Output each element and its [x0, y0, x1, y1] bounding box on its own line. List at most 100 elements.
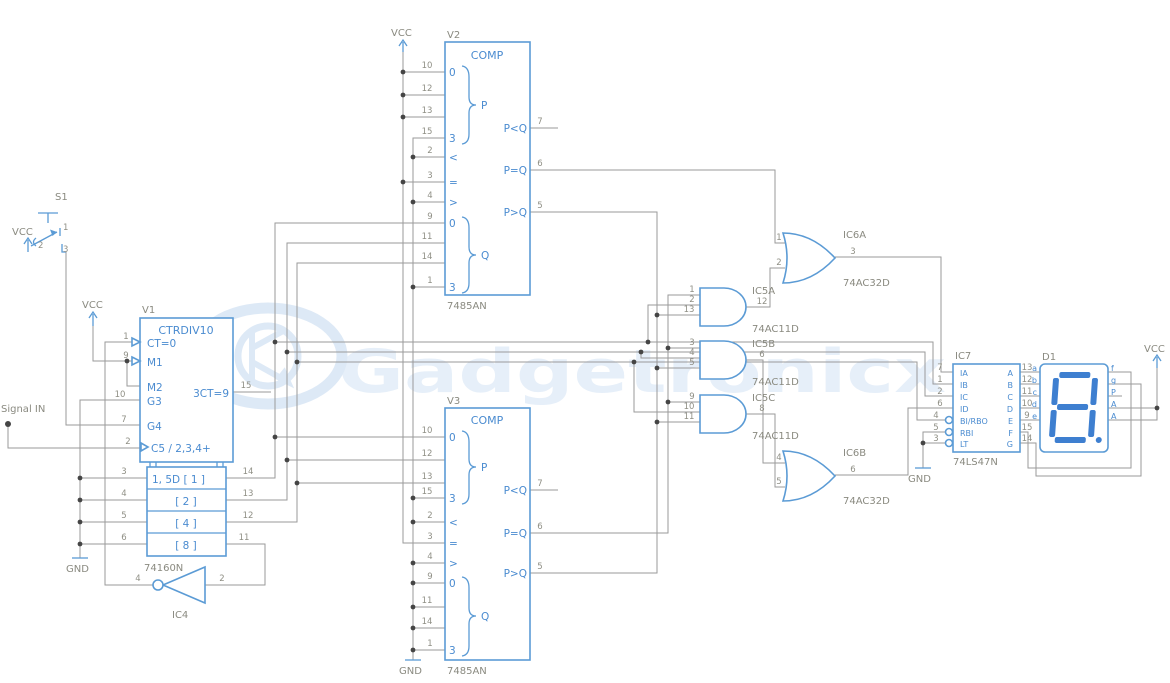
- pin-number: 10: [422, 426, 433, 436]
- v2-q0: 0: [449, 218, 456, 230]
- inverter-ic4[interactable]: IC4 4 2: [135, 565, 225, 621]
- pin-number: 13: [422, 106, 433, 116]
- pin-number: 5: [537, 562, 542, 572]
- pin-number: 1: [776, 233, 781, 243]
- ic5a-ref: IC5A: [752, 286, 775, 297]
- pin-number: 2: [689, 295, 694, 305]
- ic5c-ref: IC5C: [752, 393, 775, 404]
- display-d1[interactable]: D1 a b c d e f g P A A: [1032, 352, 1117, 453]
- seven-segment-digit: [1049, 372, 1102, 443]
- pin-number: 5: [776, 477, 781, 487]
- pin-number: 6: [759, 350, 764, 360]
- schematic-wires: [7, 52, 1158, 660]
- pin-number: 14: [243, 467, 254, 477]
- ic5b-ref: IC5B: [752, 339, 775, 350]
- v3-out-pgq: P>Q: [504, 568, 527, 580]
- v1-ct0: CT=0: [147, 338, 176, 350]
- decimal-point: [1095, 437, 1102, 443]
- v3-ref: V3: [447, 396, 460, 407]
- v1-g3: G3: [147, 396, 162, 408]
- v2-eq: =: [449, 177, 458, 189]
- ic5c-part: 74AC11D: [752, 431, 799, 442]
- pin-number: 2: [776, 258, 781, 268]
- pin-number: 7: [537, 117, 542, 127]
- v2-q3: 3: [449, 282, 456, 294]
- pin-number: 3: [850, 247, 855, 257]
- or-gate-ic6b[interactable]: IC6B 74AC32D 4 5 6: [776, 448, 890, 507]
- pin-number: 1: [123, 332, 128, 342]
- pin-number: 2: [937, 387, 942, 397]
- v3-p: P: [481, 462, 487, 474]
- ic5b-part: 74AC11D: [752, 377, 799, 388]
- pin-number: 12: [1022, 375, 1033, 385]
- v2-out-pgq: P>Q: [504, 207, 527, 219]
- pin-number: 15: [241, 381, 252, 391]
- pin-number: 6: [121, 533, 126, 543]
- pin-number: 7: [537, 479, 542, 489]
- ic7-out-label: C: [1007, 393, 1013, 402]
- v2-p: P: [481, 100, 487, 112]
- pin-number: 12: [757, 297, 768, 307]
- pin-number: 4: [689, 348, 694, 358]
- v1-row4: [ 4 ]: [175, 518, 197, 530]
- v3-out-plq: P<Q: [504, 485, 527, 497]
- pin-number: 3: [427, 532, 432, 542]
- v2-func: COMP: [471, 49, 504, 62]
- v1-row2: [ 2 ]: [175, 496, 197, 508]
- pin-number: 5: [537, 201, 542, 211]
- gnd-label: GND: [908, 474, 931, 485]
- pin-number: 5: [933, 423, 938, 433]
- ic7-in-label: IC: [960, 393, 968, 402]
- s1-pin1: 1: [63, 223, 68, 233]
- pin-number: 11: [239, 533, 250, 543]
- comparator-v2[interactable]: V2 COMP 0 3 P < = > 0 3 Q P<Q P=Q P>Q 74…: [422, 30, 543, 312]
- pin-number: 4: [776, 453, 781, 463]
- pin-number: 3: [933, 434, 938, 444]
- ic7-out-label: D: [1007, 405, 1013, 414]
- v2-ref: V2: [447, 30, 460, 41]
- d1-ref: D1: [1042, 352, 1056, 363]
- d1-pin-label: b: [1032, 376, 1037, 385]
- and-gate-ic5b[interactable]: IC5B 74AC11D 3 4 5 6: [689, 338, 799, 388]
- pin-number: 4: [427, 191, 432, 201]
- pin-number: 1: [689, 285, 694, 295]
- comparator-v3[interactable]: V3 COMP 0 3 P < = > 0 3 Q P<Q P=Q P>Q 74…: [422, 396, 543, 677]
- pin-number: 9: [427, 212, 432, 222]
- pin-number: 1: [427, 639, 432, 649]
- ic7-out-label: G: [1007, 440, 1013, 449]
- counter-v1[interactable]: V1 CTRDIV10 CT=0 M1 M2 3CT=9 G3 G4 C5 / …: [115, 305, 254, 574]
- pin-number: 13: [422, 472, 433, 482]
- pin-number: 12: [243, 511, 254, 521]
- or-gate-ic6a[interactable]: IC6A 74AC32D 1 2 3: [776, 230, 890, 289]
- d1-pin-label: a: [1032, 364, 1037, 373]
- gnd-symbol-v3: GND: [399, 659, 422, 677]
- pin-number: 2: [427, 146, 432, 156]
- ic6b-ref: IC6B: [843, 448, 866, 459]
- v2-lt: <: [449, 152, 458, 164]
- v2-gt: >: [449, 197, 458, 209]
- ic4-ref: IC4: [172, 610, 188, 621]
- pin-number: 9: [123, 351, 128, 361]
- decoder-ic7[interactable]: IC7 74LS47N IA IB IC ID BI/RBO RBI LT A …: [933, 351, 1032, 468]
- v1-g4: G4: [147, 421, 162, 433]
- pin-number: 11: [422, 596, 433, 606]
- pin-number: 12: [422, 449, 433, 459]
- and-gate-ic5a[interactable]: IC5A 74AC11D 1 2 13 12: [684, 285, 800, 335]
- s1-pin3: 3: [63, 245, 68, 255]
- pin-number: 4: [933, 411, 938, 421]
- pin-number: 4: [121, 489, 126, 499]
- pin-number: 3: [689, 338, 694, 348]
- ic7-in-label: RBI: [960, 429, 973, 438]
- pin-number: 10: [1022, 399, 1033, 409]
- and-gate-ic5c[interactable]: IC5C 74AC11D 9 10 11 8: [684, 392, 800, 442]
- switch-s1[interactable]: S1 1 2 3: [30, 192, 68, 255]
- pin-number: 10: [684, 402, 695, 412]
- pin-number: 8: [759, 404, 764, 414]
- pin-number: 14: [422, 617, 433, 627]
- d1-pin-label: f: [1111, 364, 1114, 373]
- ic7-part: 74LS47N: [953, 457, 998, 468]
- ic7-ref: IC7: [955, 351, 971, 362]
- vcc-label: VCC: [391, 28, 412, 39]
- pin-number: 11: [1022, 387, 1033, 397]
- v3-out-peq: P=Q: [504, 528, 527, 540]
